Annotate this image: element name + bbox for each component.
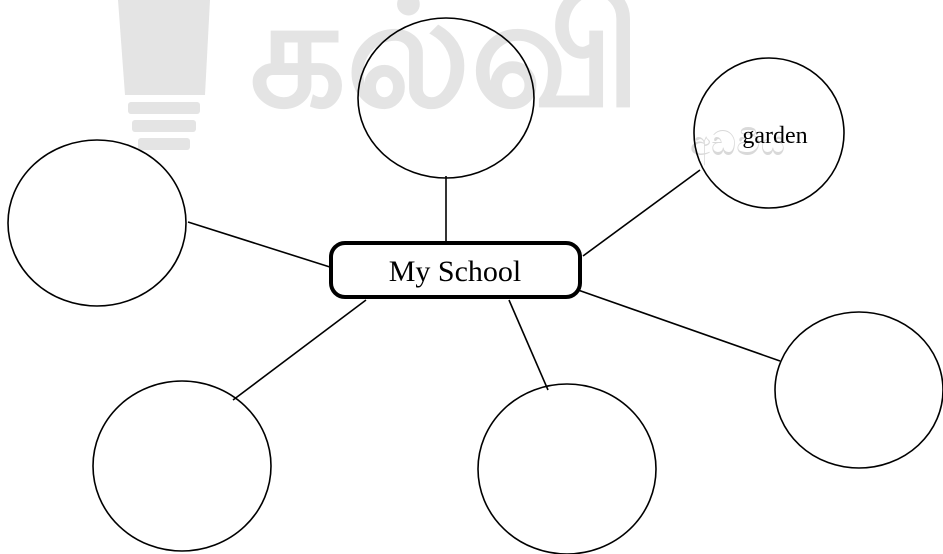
bubble-right[interactable] (774, 311, 943, 469)
center-node-label: My School (389, 255, 522, 288)
bubble-bottom-middle[interactable] (477, 383, 657, 554)
bubble-bottom-left[interactable] (92, 380, 272, 552)
bubble-top[interactable] (357, 17, 535, 179)
bubble-top-right[interactable] (693, 57, 845, 209)
connector-bottom-middle (508, 299, 549, 391)
bubble-left[interactable] (7, 139, 187, 307)
connector-right (577, 289, 781, 362)
connector-left (187, 221, 334, 269)
bubble-top-right-label: garden (742, 123, 807, 149)
connector-top-right (582, 169, 701, 257)
connector-bottom-left (232, 299, 367, 401)
center-node[interactable] (329, 241, 582, 299)
